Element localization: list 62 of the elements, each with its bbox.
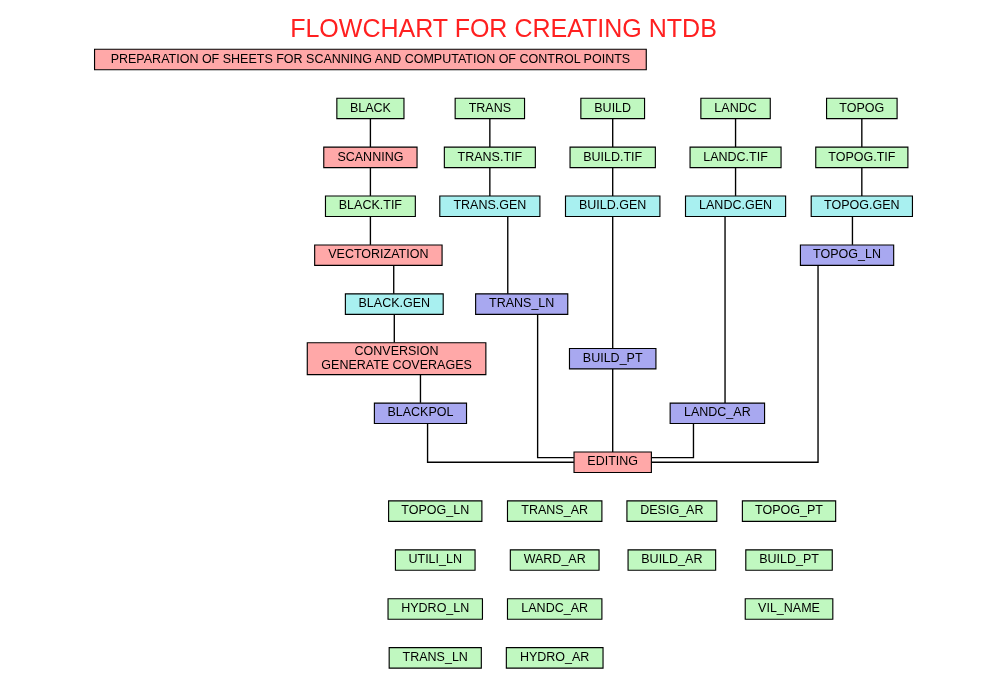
connector (861, 167, 863, 197)
node-box: BLACK.TIF (324, 195, 416, 218)
connector (851, 215, 854, 246)
connector (612, 368, 614, 453)
node-box: TRANS.GEN (439, 195, 541, 218)
node-box: BLACKPOL (373, 402, 468, 425)
node-box: TRANS_LN (475, 293, 569, 315)
node-box: TOPOG.TIF (815, 146, 909, 169)
node-box: LANDC.GEN (684, 195, 787, 218)
node-box: PREPARATION OF SHEETS FOR SCANNING AND COMPUTATION OF CONTROL POINTS (94, 48, 647, 71)
connector (369, 167, 372, 197)
node-box: LANDC.TIF (689, 146, 782, 169)
node-box: BUILD_AR (627, 549, 717, 571)
node-box: LANDC (700, 97, 771, 120)
node-box: TOPOG_LN (388, 500, 483, 522)
node-box: EDITING (573, 451, 652, 474)
connector (536, 313, 575, 459)
node-box: SCANNING (323, 146, 418, 169)
connector (861, 118, 863, 148)
connector (612, 216, 614, 349)
node-box: TRANS (454, 97, 526, 120)
connector (426, 423, 575, 463)
node-box: BUILD_PT (745, 549, 833, 571)
connector (724, 216, 726, 404)
node-box: TOPOG_LN (799, 244, 895, 266)
connector (651, 265, 819, 463)
node-box: BLACK (336, 97, 405, 120)
node-box: VIL_NAME (744, 598, 834, 620)
node-box: BUILD.TIF (569, 146, 656, 169)
node-box: LANDC_AR (506, 598, 603, 620)
connector (734, 167, 737, 197)
node-box: BUILD (580, 97, 646, 120)
connector (393, 264, 395, 295)
connector (507, 216, 509, 295)
connector (612, 167, 614, 197)
node-box: TRANS_LN (388, 647, 482, 669)
connector (369, 118, 372, 148)
node-box: LANDC_AR (669, 402, 766, 425)
node-box: TOPOG_PT (741, 500, 837, 522)
node-box: UTILI_LN (394, 549, 476, 571)
connector (369, 215, 372, 246)
connector (419, 374, 422, 404)
node-box: TRANS_AR (506, 500, 603, 522)
connector (612, 118, 614, 148)
node-box: DESIG_AR (626, 500, 718, 522)
node-box: HYDRO_AR (505, 647, 604, 669)
node-box: BLACK.GEN (344, 293, 444, 315)
node-box: BUILD_PT (568, 347, 657, 370)
node-box: VECTORIZATION (314, 244, 443, 266)
node-box: TOPOG.GEN (810, 195, 914, 218)
connector (393, 313, 395, 344)
connector (734, 118, 737, 148)
node-box: TOPOG (826, 97, 898, 120)
node-box: TRANS.TIF (443, 146, 536, 169)
connector (651, 422, 695, 459)
connector (489, 167, 491, 197)
node-box: WARD_AR (509, 549, 600, 571)
node-box: BUILD.GEN (564, 195, 661, 218)
diagram-title: FLOWCHART FOR CREATING NTDB (290, 14, 717, 43)
node-box: CONVERSION GENERATE COVERAGES (306, 342, 487, 376)
connector (489, 118, 491, 148)
node-box: HYDRO_LN (387, 598, 484, 620)
